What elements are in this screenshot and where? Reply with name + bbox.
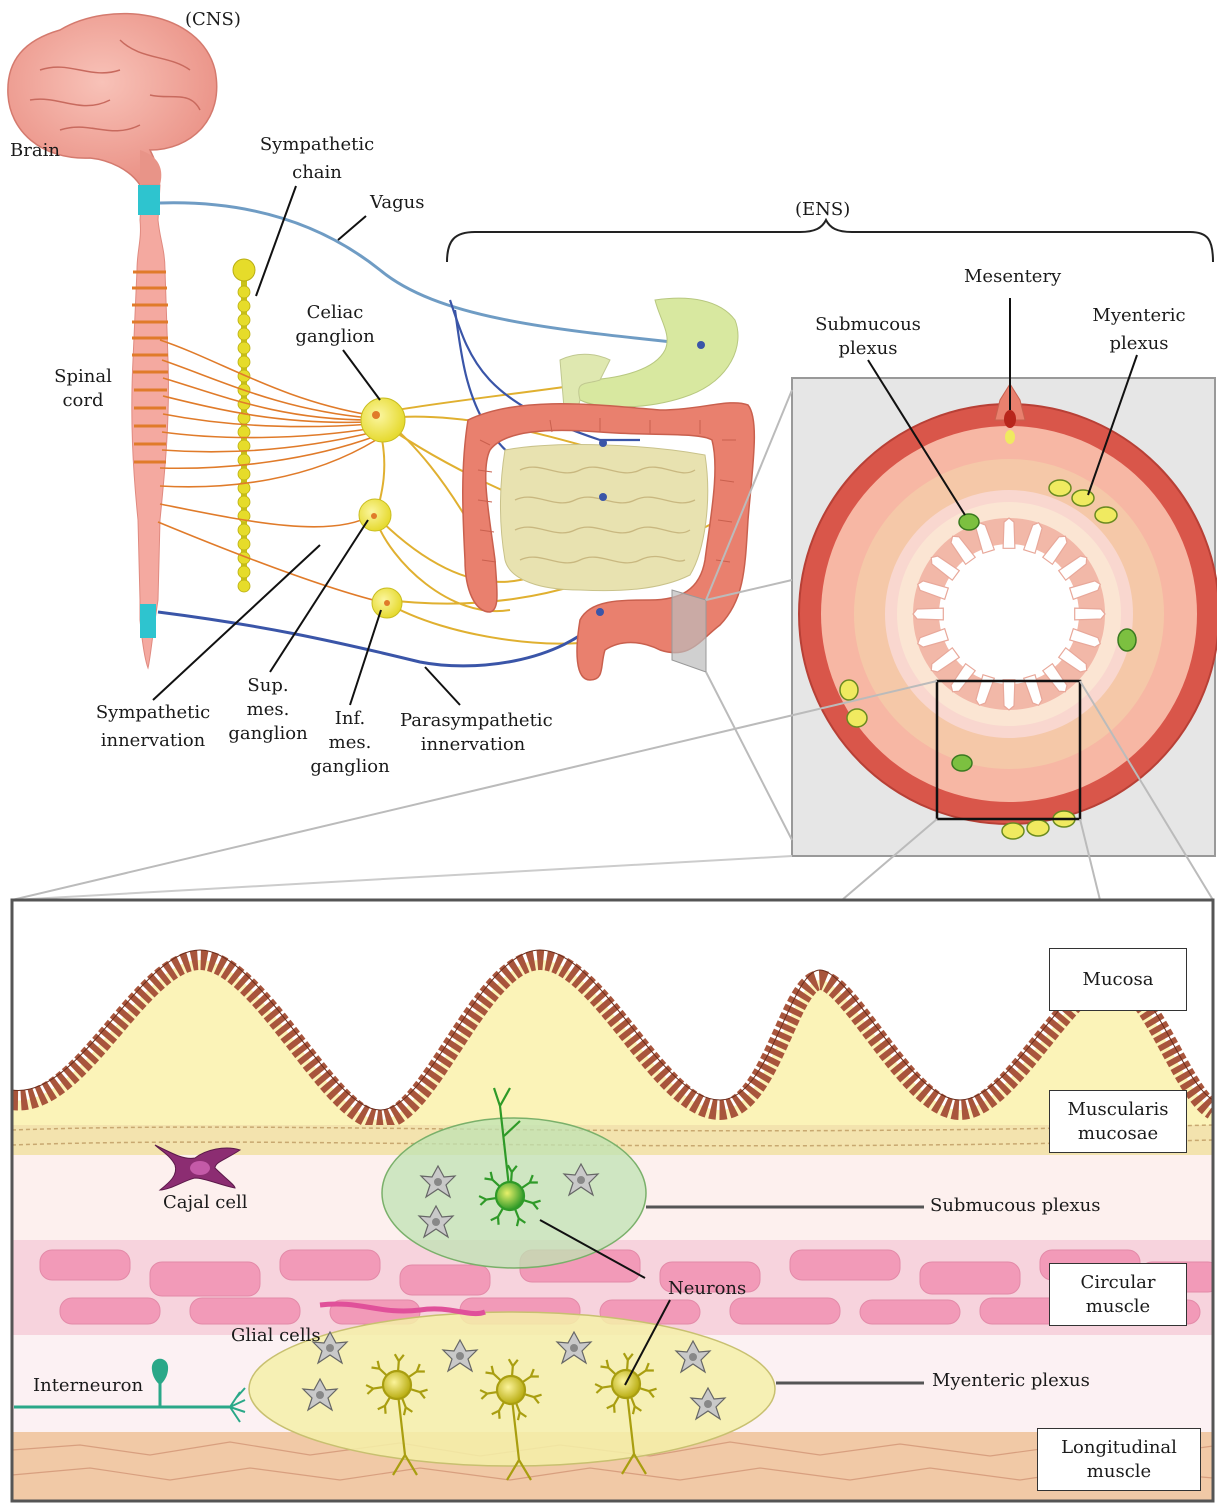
label-myenteric-plexus-top-line1: Myenteric: [1088, 304, 1190, 328]
label-neurons: Neurons: [668, 1277, 746, 1301]
label-sup-mes-ganglion-line3: ganglion: [222, 722, 314, 746]
section-plane: [672, 590, 706, 672]
label-celiac-ganglion-line1: Celiac: [285, 301, 385, 325]
label-sympathetic-innervation: Sympathetic innervation: [90, 701, 216, 753]
label-sympathetic-innervation-line1: Sympathetic: [90, 701, 216, 725]
layer-box-longitudinal-muscle-line2: muscle: [1061, 1460, 1177, 1484]
layer-box-circular-muscle: Circular muscle: [1049, 1263, 1187, 1326]
layer-box-mucosa-text: Mucosa: [1083, 968, 1154, 992]
muscle-cell: [60, 1298, 160, 1324]
label-inf-mes-ganglion-line1: Inf.: [304, 707, 396, 731]
label-sympathetic-innervation-line2: innervation: [90, 729, 216, 753]
layer-box-mucosa: Mucosa: [1049, 948, 1187, 1011]
muscle-cell: [400, 1265, 490, 1295]
layer-box-muscularis-mucosae-line1: Muscularis: [1067, 1098, 1168, 1122]
label-interneuron: Interneuron: [33, 1374, 143, 1398]
villus: [1075, 608, 1105, 620]
ens-bracket: [447, 220, 1213, 262]
label-mesentery: Mesentery: [964, 265, 1061, 289]
celiac-ganglion-node: [361, 398, 405, 442]
layer-box-longitudinal-muscle-line1: Longitudinal: [1061, 1436, 1177, 1460]
label-brain: Brain: [10, 139, 60, 163]
stomach-illustration: [560, 298, 738, 420]
label-glial-cells: Glial cells: [231, 1324, 321, 1348]
label-spinal-cord: Spinal cord: [45, 365, 121, 413]
label-parasympathetic-innervation: Parasympathetic innervation: [400, 709, 546, 757]
inf-mes-ganglion-node: [372, 588, 402, 618]
muscle-cell: [40, 1250, 130, 1280]
muscle-cell: [190, 1298, 300, 1324]
muscle-cell: [920, 1262, 1020, 1294]
label-inf-mes-ganglion-line2: mes.: [304, 731, 396, 755]
muscle-cell: [860, 1300, 960, 1324]
villus: [1003, 518, 1015, 548]
label-sup-mes-ganglion-line1: Sup.: [222, 674, 314, 698]
label-sympathetic-chain-line2: chain: [252, 161, 382, 185]
label-spinal-cord-line1: Spinal: [45, 365, 121, 389]
muscle-cell: [150, 1262, 260, 1296]
label-celiac-ganglion: Celiac ganglion: [285, 301, 385, 349]
label-spinal-cord-line2: cord: [45, 389, 121, 413]
label-parasympathetic-innervation-line1: Parasympathetic: [400, 709, 546, 733]
layer-box-muscularis-mucosae: Muscularis mucosae: [1049, 1090, 1187, 1153]
label-ens: (ENS): [795, 198, 850, 222]
label-myenteric-plexus-top: Myenteric plexus: [1088, 304, 1190, 356]
label-inf-mes-ganglion: Inf. mes. ganglion: [304, 707, 396, 779]
label-myenteric-plexus: Myenteric plexus: [932, 1369, 1090, 1393]
label-submucous-plexus-top-line1: Submucous: [812, 313, 924, 337]
muscle-cell: [280, 1250, 380, 1280]
villus: [913, 608, 943, 620]
small-intestine-illustration: [500, 445, 707, 591]
spinal-cord-illustration: [132, 185, 169, 668]
label-sympathetic-chain-line1: Sympathetic: [252, 133, 382, 157]
label-submucous-plexus: Submucous plexus: [930, 1194, 1101, 1218]
label-celiac-ganglion-line2: ganglion: [285, 325, 385, 349]
label-parasympathetic-innervation-line2: innervation: [400, 733, 546, 757]
label-submucous-plexus-top-line2: plexus: [812, 337, 924, 361]
label-sympathetic-chain: Sympathetic chain: [252, 133, 382, 185]
layer-box-circular-muscle-line1: Circular: [1081, 1271, 1156, 1295]
label-cajal-cell: Cajal cell: [163, 1191, 248, 1215]
label-sup-mes-ganglion: Sup. mes. ganglion: [222, 674, 314, 746]
muscle-cell: [790, 1250, 900, 1280]
muscle-cell: [730, 1298, 840, 1324]
label-submucous-plexus-top: Submucous plexus: [812, 313, 924, 361]
layer-box-muscularis-mucosae-line2: mucosae: [1067, 1122, 1168, 1146]
label-inf-mes-ganglion-line3: ganglion: [304, 755, 396, 779]
label-myenteric-plexus-top-line2: plexus: [1088, 332, 1190, 356]
villus: [1003, 680, 1015, 710]
label-sup-mes-ganglion-line2: mes.: [222, 698, 314, 722]
layer-box-circular-muscle-line2: muscle: [1081, 1295, 1156, 1319]
label-cns: (CNS): [185, 8, 241, 32]
sympathetic-nerve-fibers: [158, 340, 385, 603]
layer-box-longitudinal-muscle: Longitudinal muscle: [1037, 1428, 1201, 1491]
label-vagus: Vagus: [370, 191, 424, 215]
